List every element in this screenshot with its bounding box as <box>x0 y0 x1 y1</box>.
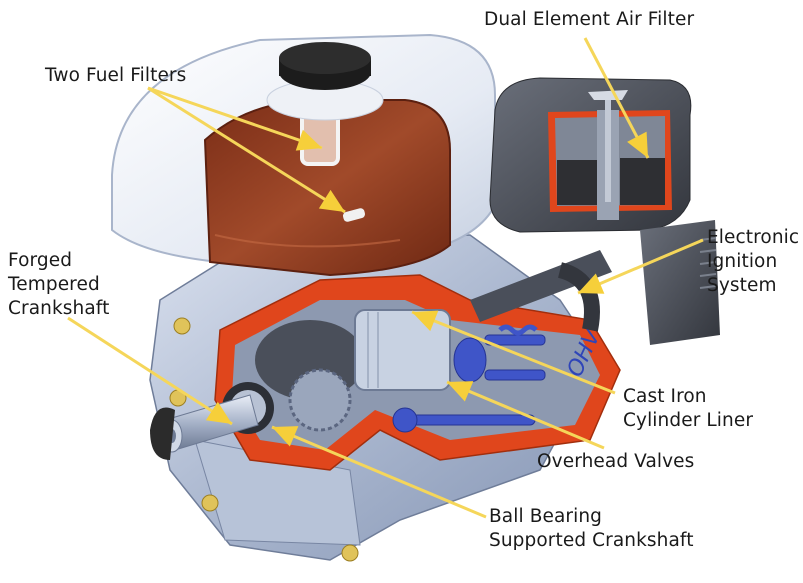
fuel-filter-lower-leader <box>147 86 346 214</box>
arrowhead-icon <box>578 273 605 294</box>
cylinder-liner-leader <box>411 310 616 395</box>
arrowhead-icon <box>205 401 232 424</box>
arrowhead-icon <box>295 129 322 151</box>
label-forged-tempered-crankshaft: Forged Tempered Crankshaft <box>8 250 110 319</box>
fuel-tank <box>111 33 496 277</box>
air-filter-housing <box>470 77 720 345</box>
arrowhead-icon <box>627 131 648 158</box>
crankshaft-output <box>150 382 274 460</box>
bolts <box>169 317 359 562</box>
overhead-valves-leader <box>446 380 605 450</box>
label-dual-element-air-filter: Dual Element Air Filter <box>484 9 695 30</box>
label-ball-bearing-supported-crankshaft: Ball Bearing Supported Crankshaft <box>489 506 694 551</box>
cylinder-cutaway: OHV <box>214 274 621 471</box>
arrowhead-icon <box>272 426 299 447</box>
label-electronic-ignition-system: Electronic Ignition System <box>707 227 800 296</box>
arrowhead-icon <box>412 310 439 332</box>
leader-lines <box>67 37 704 519</box>
label-two-fuel-filters: Two Fuel Filters <box>45 65 187 86</box>
label-cast-iron-cylinder-liner: Cast Iron Cylinder Liner <box>623 386 754 431</box>
fuel-filter-upper-leader <box>147 86 323 150</box>
arrowhead-icon <box>447 381 474 402</box>
ball-bearing-leader <box>271 425 487 519</box>
crankshaft-leader <box>67 316 233 426</box>
label-overhead-valves: Overhead Valves <box>537 451 695 472</box>
arrowhead-icon <box>318 189 345 212</box>
